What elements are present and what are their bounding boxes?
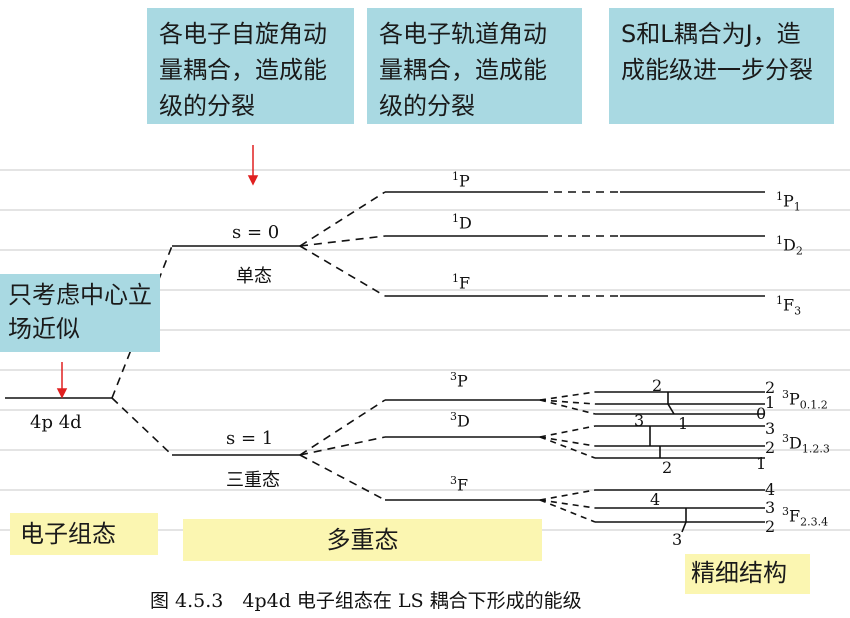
- j-3F-2: 2: [765, 517, 776, 536]
- spin-coupling-note: 各电子自旋角动量耦合，造成能级的分裂: [147, 8, 354, 124]
- interval-3D-2: 2: [662, 458, 673, 477]
- interval-3F-3: 3: [672, 530, 683, 549]
- orbital-coupling-note: 各电子轨道角动量耦合，造成能级的分裂: [367, 8, 582, 124]
- electron-config-label: 电子组态: [10, 513, 158, 555]
- level-1F3-label: 1F3: [776, 294, 802, 318]
- level-1P1-label: 1P1: [776, 190, 801, 214]
- j-3D-1: 1: [756, 454, 767, 473]
- triplet-name-label: 三重态: [226, 470, 280, 491]
- singlet-to-1D-dash: [299, 235, 386, 247]
- j-3D-2: 2: [765, 438, 776, 457]
- config-label: 4p 4d: [30, 412, 82, 433]
- triplet-to-3D-dash: [299, 436, 386, 456]
- interval-3P-1: 1: [678, 414, 689, 433]
- interval-3D-3: 3: [634, 411, 645, 430]
- term-3F-label: 3F: [450, 474, 469, 495]
- triplet-to-3P-dash: [299, 399, 386, 456]
- j-3F-4: 4: [765, 480, 776, 499]
- term-1P-label: 1P: [452, 170, 470, 191]
- sl-coupling-note: S和L耦合为J，造成能级进一步分裂: [609, 8, 834, 124]
- j-3P-1: 1: [765, 393, 776, 412]
- term-1D-label: 1D: [452, 212, 472, 233]
- j-3P-0: 0: [756, 404, 767, 423]
- interval-3F-4: 4: [650, 490, 661, 509]
- level-3P-label: 3P0.1.2: [782, 388, 828, 412]
- triplet-s-label: s = 1: [226, 428, 274, 449]
- j-3P-2: 2: [765, 378, 776, 397]
- singlet-s-label: s = 0: [232, 222, 280, 243]
- j-3D-3: 3: [765, 419, 776, 438]
- level-3D-label: 3D1.2.3: [782, 432, 830, 456]
- singlet-name-label: 单态: [236, 266, 272, 287]
- term-3D-label: 3D: [450, 410, 470, 431]
- level-1D2-label: 1D2: [776, 234, 803, 258]
- fine-structure-label: 精细结构: [685, 554, 810, 594]
- multiplet-label: 多重态: [183, 519, 542, 561]
- central-field-note: 只考虑中心立场近似: [0, 274, 160, 352]
- term-1F-label: 1F: [452, 272, 471, 293]
- singlet-to-1F-dash: [299, 245, 386, 297]
- j-3F-3: 3: [765, 498, 776, 517]
- figure-caption: 图 4.5.3 4p4d 电子组态在 LS 耦合下形成的能级: [150, 590, 582, 612]
- level-3F-label: 3F2.3.4: [782, 505, 829, 529]
- config-to-triplet-dash: [111, 397, 173, 456]
- triplet-to-3F-dash: [299, 454, 386, 501]
- term-3P-label: 3P: [450, 370, 468, 391]
- interval-3P-2: 2: [652, 376, 663, 395]
- singlet-to-1P-dash: [299, 191, 386, 247]
